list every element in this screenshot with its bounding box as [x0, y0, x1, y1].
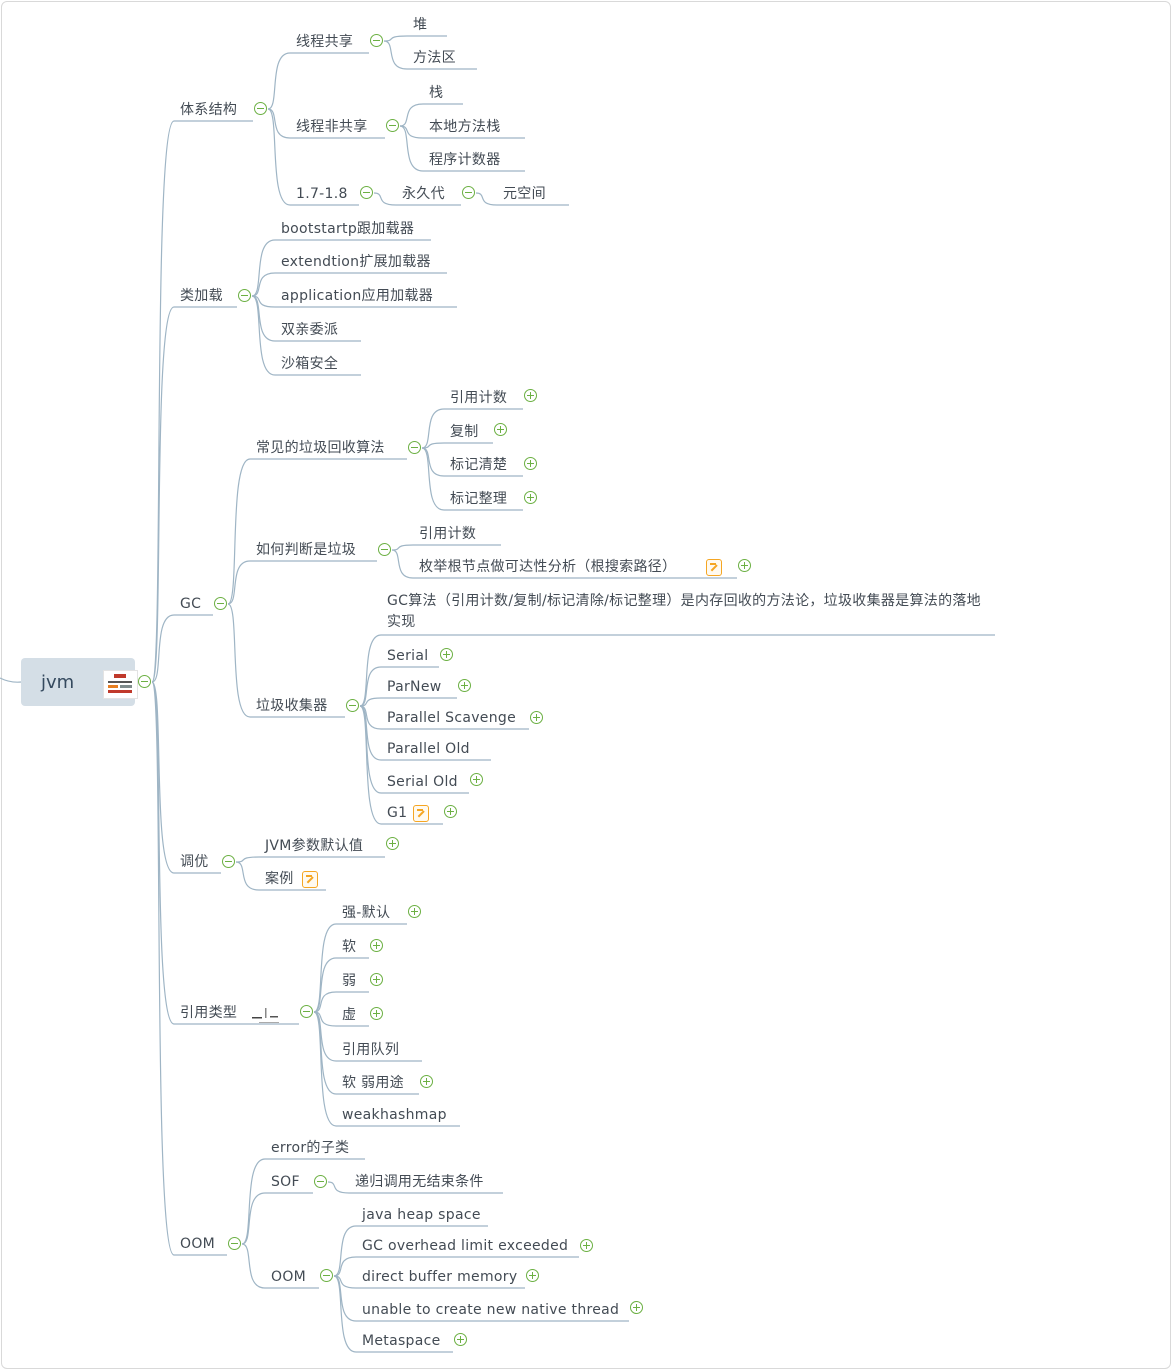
node-5-2-0[interactable]: java heap space — [362, 1207, 481, 1223]
node-0-1-collapse-icon[interactable] — [386, 119, 399, 132]
node-5-1-collapse-icon[interactable] — [314, 1175, 327, 1188]
node-2-2[interactable]: 垃圾收集器 — [256, 698, 328, 714]
node-2-0-0-expand-icon[interactable] — [524, 389, 537, 402]
node-0-1-2[interactable]: 程序计数器 — [429, 152, 501, 168]
node-4-2-expand-icon[interactable] — [370, 973, 383, 986]
node-0-1-1[interactable]: 本地方法栈 — [429, 119, 501, 135]
node-5-2-3-expand-icon[interactable] — [630, 1301, 643, 1314]
node-0-2-0-0[interactable]: 元空间 — [503, 186, 546, 202]
node-2-2-5[interactable]: Serial Old — [387, 774, 458, 790]
node-2-1-1-expand-icon[interactable] — [738, 559, 751, 572]
node-1-collapse-icon[interactable] — [238, 289, 251, 302]
node-3-collapse-icon[interactable] — [222, 855, 235, 868]
node-3-1-note-icon[interactable] — [302, 871, 318, 888]
node-2-collapse-icon[interactable] — [214, 597, 227, 610]
node-2-0-2[interactable]: 标记清楚 — [450, 457, 508, 473]
node-5-2-collapse-icon[interactable] — [320, 1269, 333, 1282]
node-2-0-2-expand-icon[interactable] — [524, 457, 537, 470]
node-1-1[interactable]: extendtion扩展加载器 — [281, 254, 431, 270]
node-1-3[interactable]: 双亲委派 — [281, 322, 339, 338]
node-2-1-0[interactable]: 引用计数 — [419, 526, 477, 542]
node-0-2[interactable]: 1.7-1.8 — [296, 186, 348, 202]
root-collapse-icon[interactable] — [138, 675, 151, 688]
node-0-0-0[interactable]: 堆 — [413, 17, 428, 33]
node-2-1[interactable]: 如何判断是垃圾 — [256, 542, 357, 558]
node-2-2-0[interactable]: GC算法（引用计数/复制/标记清除/标记整理）是内存回收的方法论，垃圾收集器是算… — [387, 593, 981, 630]
node-5-2[interactable]: OOM — [271, 1269, 307, 1285]
node-0-0-collapse-icon[interactable] — [370, 34, 383, 47]
node-4-1[interactable]: 软 — [342, 939, 357, 955]
node-4-3[interactable]: 虚 — [342, 1007, 357, 1023]
node-4-0[interactable]: 强-默认 — [342, 905, 391, 921]
node-2-0-1-expand-icon[interactable] — [494, 423, 507, 436]
node-0[interactable]: 体系结构 — [180, 102, 238, 118]
node-0-1[interactable]: 线程非共享 — [296, 119, 368, 135]
node-2-2-3[interactable]: Parallel Scavenge — [387, 710, 516, 726]
node-5[interactable]: OOM — [180, 1236, 216, 1252]
node-2-2-2[interactable]: ParNew — [387, 679, 442, 695]
node-2-2-2-expand-icon[interactable] — [458, 679, 471, 692]
node-2-2-6[interactable]: G1 — [387, 805, 408, 821]
node-4-3-expand-icon[interactable] — [370, 1007, 383, 1020]
node-4[interactable]: 引用类型 — [180, 1005, 238, 1021]
node-2-0-0[interactable]: 引用计数 — [450, 390, 508, 406]
node-0-2-0-collapse-icon[interactable] — [462, 186, 475, 199]
node-5-2-3[interactable]: unable to create new native thread — [362, 1302, 620, 1318]
node-2[interactable]: GC — [180, 596, 202, 612]
node-2-2-4[interactable]: Parallel Old — [387, 741, 470, 757]
node-2-2-3-expand-icon[interactable] — [530, 711, 543, 724]
node-3-1[interactable]: 案例 — [265, 871, 294, 887]
node-4-1-expand-icon[interactable] — [370, 939, 383, 952]
node-1[interactable]: 类加载 — [180, 288, 223, 304]
node-4-2[interactable]: 弱 — [342, 973, 357, 989]
node-5-0[interactable]: error的子类 — [271, 1140, 350, 1156]
node-3-0-expand-icon[interactable] — [386, 837, 399, 850]
node-1-2[interactable]: application应用加载器 — [281, 288, 434, 304]
node-2-0-3-expand-icon[interactable] — [524, 491, 537, 504]
node-2-2-5-expand-icon[interactable] — [470, 773, 483, 786]
node-0-2-collapse-icon[interactable] — [360, 186, 373, 199]
node-4-4[interactable]: 引用队列 — [342, 1042, 400, 1058]
node-4-0-expand-icon[interactable] — [408, 905, 421, 918]
node-2-1-collapse-icon[interactable] — [378, 543, 391, 556]
node-0-0[interactable]: 线程共享 — [296, 34, 354, 50]
node-1-4[interactable]: 沙箱安全 — [281, 356, 339, 372]
node-5-2-2-expand-icon[interactable] — [526, 1269, 539, 1282]
node-5-1[interactable]: SOF — [271, 1174, 300, 1190]
node-2-0[interactable]: 常见的垃圾回收算法 — [256, 440, 385, 456]
node-0-1-0[interactable]: 栈 — [429, 85, 444, 101]
node-2-2-6-expand-icon[interactable] — [444, 805, 457, 818]
root-node[interactable]: jvm — [21, 658, 138, 706]
node-2-1-1-note-icon[interactable] — [706, 559, 722, 576]
node-4-image-thumbnail — [252, 1008, 279, 1023]
root-image-thumbnail — [103, 670, 138, 699]
node-1-0[interactable]: bootstartp跟加载器 — [281, 221, 415, 237]
node-2-0-collapse-icon[interactable] — [408, 441, 421, 454]
node-3-0[interactable]: JVM参数默认值 — [265, 838, 364, 854]
node-4-6[interactable]: weakhashmap — [342, 1107, 447, 1123]
node-5-2-1[interactable]: GC overhead limit exceeded — [362, 1238, 569, 1254]
node-4-collapse-icon[interactable] — [300, 1005, 313, 1018]
node-2-2-1[interactable]: Serial — [387, 648, 429, 664]
node-5-2-4[interactable]: Metaspace — [362, 1333, 441, 1349]
node-2-2-1-expand-icon[interactable] — [440, 648, 453, 661]
node-2-1-1[interactable]: 枚举根节点做可达性分析（根搜索路径） — [419, 559, 677, 575]
node-0-2-0[interactable]: 永久代 — [402, 186, 445, 202]
node-5-2-1-expand-icon[interactable] — [580, 1239, 593, 1252]
node-2-2-collapse-icon[interactable] — [346, 699, 359, 712]
node-0-collapse-icon[interactable] — [254, 102, 267, 115]
node-5-collapse-icon[interactable] — [228, 1237, 241, 1250]
root-label: jvm — [41, 672, 75, 693]
node-0-0-1[interactable]: 方法区 — [413, 50, 456, 66]
node-5-2-2[interactable]: direct buffer memory — [362, 1269, 518, 1285]
node-4-5-expand-icon[interactable] — [420, 1075, 433, 1088]
node-5-2-4-expand-icon[interactable] — [454, 1333, 467, 1346]
node-4-5[interactable]: 软 弱用途 — [342, 1075, 404, 1091]
node-2-2-6-note-icon[interactable] — [413, 805, 429, 822]
node-5-1-0[interactable]: 递归调用无结束条件 — [355, 1174, 484, 1190]
node-3[interactable]: 调优 — [180, 854, 209, 870]
node-2-0-1[interactable]: 复制 — [450, 424, 479, 440]
node-2-0-3[interactable]: 标记整理 — [450, 491, 508, 507]
